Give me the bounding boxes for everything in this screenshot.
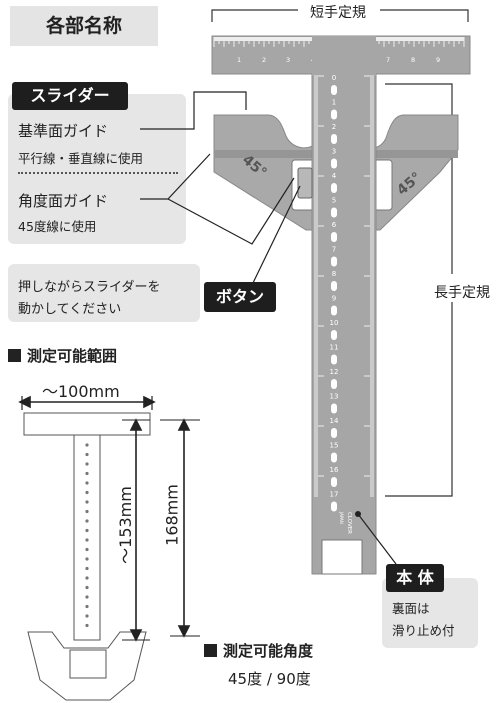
long-ruler-number: 6: [332, 221, 337, 229]
slider-button: [297, 167, 313, 199]
long-ruler-number: 0: [332, 74, 336, 82]
heading-square-icon: [204, 644, 217, 657]
base-guide-desc: 平行線・垂直線に使用: [18, 151, 144, 166]
dimension-arrows: [18, 395, 200, 642]
long-ruler-number: 8: [332, 270, 336, 278]
short-ruler-bracket-lines: [211, 9, 469, 22]
range-diagram: [23, 412, 151, 701]
range-diagram-dot: [85, 614, 89, 618]
long-ruler-number: 4: [332, 172, 337, 180]
range-diagram-dot: [85, 595, 89, 599]
long-ruler-number: 17: [330, 491, 339, 499]
short-ruler-number: 1: [237, 56, 241, 64]
body-desc-line1: 裏面は: [392, 601, 430, 616]
range-diagram-dot: [85, 538, 89, 542]
range-diagram-dot: [85, 452, 89, 457]
slider-callout-panel: [8, 94, 186, 244]
range-diagram-dot: [85, 585, 89, 590]
long-ruler-number: 16: [330, 466, 339, 474]
long-ruler-slot: [331, 158, 337, 169]
long-ruler-number: 1: [332, 99, 336, 107]
measure-angle-value: 45度 / 90度: [228, 670, 311, 688]
measure-angle-heading: 測定可能角度: [204, 640, 313, 661]
brand-text: CLOVER: [346, 512, 352, 534]
long-ruler-slot: [331, 403, 337, 414]
long-ruler-slot: [331, 379, 337, 389]
range-diagram-dot: [85, 443, 89, 447]
long-ruler-number: 11: [330, 344, 339, 352]
short-ruler-number: 9: [436, 56, 440, 64]
long-ruler-number: 3: [332, 148, 336, 156]
slider-badge: スライダー: [12, 82, 128, 110]
long-ruler-label: 長手定規: [432, 280, 492, 304]
range-diagram-dot: [85, 519, 89, 523]
range-diagram-dot: [85, 481, 89, 485]
long-ruler-slot: [331, 281, 337, 291]
long-ruler-slot: [331, 207, 337, 218]
page-title: 各部名称: [10, 6, 158, 46]
long-ruler-number: 9: [332, 295, 336, 303]
long-ruler-slot: [331, 354, 337, 365]
heading-square-icon: [8, 349, 21, 362]
base-guide-label: 基準面ガイド: [18, 122, 109, 140]
long-ruler-slot: [331, 183, 337, 193]
measure-range-heading: 測定可能範囲: [8, 345, 117, 366]
long-ruler-slot: [331, 256, 337, 267]
range-diagram-dot: [85, 604, 89, 609]
long-ruler-number: 10: [330, 319, 339, 327]
long-ruler-slot: [331, 452, 337, 463]
body-leader-dot: [355, 511, 361, 517]
long-ruler-number: 7: [332, 246, 336, 254]
angle-guide-label: 角度面ガイド: [18, 192, 109, 210]
button-note-line2: 動かしてください: [18, 302, 122, 317]
long-ruler-slot: [331, 330, 337, 340]
range-diagram-dot: [85, 576, 89, 580]
short-ruler-number: 3: [286, 56, 290, 64]
long-ruler-slot: [331, 305, 337, 316]
range-diagram-dot: [85, 566, 89, 571]
range-diagram-dot: [85, 557, 89, 561]
short-ruler-number: 8: [411, 56, 415, 64]
long-ruler-slot: [331, 428, 337, 438]
range-diagram-dot: [85, 500, 89, 504]
range-diagram-dot: [85, 462, 89, 466]
long-ruler-number: 13: [330, 393, 339, 401]
long-ruler-number: 2: [332, 123, 336, 131]
range-diagram-dot: [85, 528, 89, 533]
callout-divider: [18, 172, 178, 174]
long-ruler-slot: [331, 109, 337, 120]
long-ruler-bracket-lines: [385, 83, 453, 497]
short-ruler-number: 2: [262, 56, 266, 64]
short-ruler-number: 7: [386, 56, 390, 64]
long-ruler-slot: [331, 232, 337, 242]
body-badge: 本 体: [386, 564, 444, 592]
long-ruler-number: 15: [330, 442, 339, 450]
long-ruler-slot: [331, 501, 337, 512]
origin-text: JAPAN: [339, 511, 344, 524]
long-ruler-slot: [331, 85, 337, 95]
range-diagram-dot: [85, 623, 89, 628]
long-ruler-number: 12: [330, 368, 339, 376]
angle-guide-desc: 45度線に使用: [18, 219, 97, 234]
short-ruler-label: 短手定規: [302, 2, 374, 22]
range-diagram-dot: [85, 471, 89, 476]
long-ruler-slot: [331, 477, 337, 487]
long-ruler-number: 5: [332, 197, 336, 205]
long-ruler-number: 14: [330, 417, 339, 425]
range-diagram-dot: [85, 547, 89, 552]
body-desc-line2: 滑り止め付: [392, 623, 455, 638]
leader-lines: [140, 91, 397, 565]
button-note-panel: [8, 264, 200, 322]
range-width-label: ～100mm: [42, 382, 120, 401]
range-diagram-dot: [85, 490, 89, 495]
long-ruler-slot: [331, 134, 337, 144]
range-diagram-dot: [85, 509, 89, 514]
button-note-line1: 押しながらスライダーを: [18, 280, 161, 295]
button-badge: ボタン: [204, 282, 276, 312]
